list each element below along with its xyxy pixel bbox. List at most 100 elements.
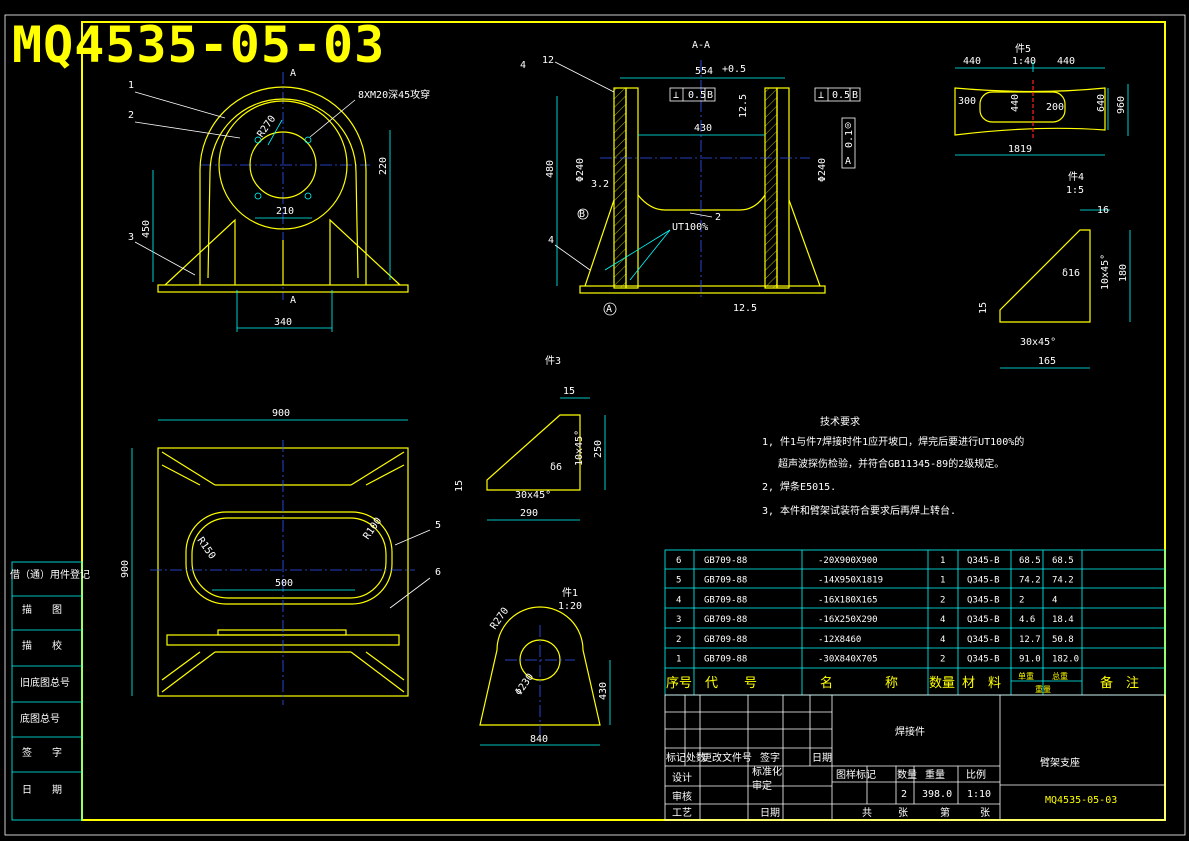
callout-2: 2 xyxy=(128,110,134,121)
callout-12: 12 xyxy=(542,55,554,66)
bom-cell-unit: 68.5 xyxy=(1019,556,1041,566)
sheet-label: 张 xyxy=(898,807,908,819)
surface-note: 12.5 xyxy=(733,303,757,314)
bom-cell-mat: Q345-B xyxy=(967,635,1000,645)
bom-cell-mat: Q345-B xyxy=(967,615,1000,625)
left-strip-item: 描 图 xyxy=(22,603,62,616)
part4-view: 件4 1:5 16 δ16 10x45° 180 15 30x45° 165 xyxy=(978,171,1131,369)
bom-cell-total: 68.5 xyxy=(1052,556,1074,566)
role-date: 日期 xyxy=(760,807,780,819)
dim-chamfer-10: 10x45° xyxy=(1100,254,1111,290)
title-name: 臂架支座 xyxy=(1040,756,1080,769)
callout-4-top: 4 xyxy=(520,60,526,71)
dim-210: 210 xyxy=(276,206,294,217)
top-view: 900 900 R150 R100 500 5 6 xyxy=(120,408,441,705)
callout-1: 1 xyxy=(128,80,134,91)
hole-note: 8XM20深45攻穿 xyxy=(358,88,430,101)
tech-heading: 技术要求 xyxy=(820,415,860,428)
title-qty: 2 xyxy=(901,789,907,800)
front-view: A A 1 2 3 8XM20深45攻穿 R270 220 450 210 xyxy=(128,68,430,332)
gdt-vert-val: 0.1 xyxy=(844,130,855,148)
part3-title: 件3 xyxy=(545,355,561,367)
dim-430: 430 xyxy=(694,123,712,134)
dim-chamfer-30: 30x45° xyxy=(1020,337,1056,348)
part1-dia: Φ230 xyxy=(513,672,536,698)
dim-450: 450 xyxy=(141,220,152,238)
bom-cell-no: 2 xyxy=(676,635,681,645)
rev-header-count: 处数 xyxy=(686,751,706,764)
bom-header-code: 代 号 xyxy=(705,676,757,691)
role-approve: 审定 xyxy=(752,779,772,792)
left-strip-item: 借（通）用件登记 xyxy=(10,568,90,581)
bom-header-unit: 单重 xyxy=(1018,671,1034,681)
bom-cell-qty: 4 xyxy=(940,615,945,625)
bom-cell-unit: 12.7 xyxy=(1019,635,1041,645)
dim-1819: 1819 xyxy=(1008,144,1032,155)
bom-cell-name: -30X840X705 xyxy=(818,655,878,665)
part1-scale: 1:20 xyxy=(558,601,582,612)
dim-340: 340 xyxy=(274,317,292,328)
part1-840: 840 xyxy=(530,734,548,745)
bom-cell-mat: Q345-B xyxy=(967,655,1000,665)
part3-dim-290: 290 xyxy=(520,508,538,519)
bom-cell-mat: Q345-B xyxy=(967,576,1000,586)
bom-cell-no: 6 xyxy=(676,556,681,566)
bom-cell-code: GB709-88 xyxy=(704,556,747,566)
rev-header-date: 日期 xyxy=(812,752,832,764)
bom-header-weight: 重量 xyxy=(1035,684,1051,694)
bom-cell-name: -12X8460 xyxy=(818,635,861,645)
gdt-vert-sym: ◎ xyxy=(845,120,851,131)
callout-5: 5 xyxy=(435,520,441,531)
tech-item-1b: 超声波探伤检验，并符合GB11345-89的2级规定。 xyxy=(778,457,1004,470)
bom-cell-code: GB709-88 xyxy=(704,635,747,645)
sheet-outer-border xyxy=(4,14,1186,836)
rev-header-mark: 标记 xyxy=(666,752,686,764)
bom-cell-no: 4 xyxy=(676,595,681,605)
bom-cell-qty: 1 xyxy=(940,576,945,586)
top-dim-r150: R150 xyxy=(195,535,218,561)
callout-4-bottom: 4 xyxy=(548,235,554,246)
dim-dia-left: Φ240 xyxy=(575,158,586,182)
bom-header-mat: 材 料 xyxy=(962,676,1001,691)
gdt-right-val: 0.5 xyxy=(832,90,850,101)
bom-cell-name: -16X250X290 xyxy=(818,615,878,625)
part3-delta6: δ6 xyxy=(550,462,562,473)
part5-scale: 1:40 xyxy=(1012,56,1036,67)
bom-cell-no: 3 xyxy=(676,615,681,625)
gdt-left-sym: ⊥ xyxy=(673,90,679,101)
title-drawing-no: MQ4535-05-03 xyxy=(1045,795,1117,806)
bom-header-no: 序号 xyxy=(666,676,692,691)
dim-440-left: 440 xyxy=(963,56,981,67)
dim-200: 200 xyxy=(1046,102,1064,113)
part1-430: 430 xyxy=(598,682,609,700)
bom-cell-code: GB709-88 xyxy=(704,655,747,665)
dim-180: 180 xyxy=(1118,264,1129,282)
bom-cell-unit: 4.6 xyxy=(1019,615,1035,625)
stage-header-qty: 数量 xyxy=(897,768,917,781)
bom-cell-unit: 2 xyxy=(1019,595,1024,605)
part3-chamfer-10: 10x45° xyxy=(574,430,585,466)
bom-cell-name: -14X950X1819 xyxy=(818,576,883,586)
part4-scale: 1:5 xyxy=(1066,185,1084,196)
gdt-right-datum: B xyxy=(852,90,858,101)
left-strip-item: 底图总号 xyxy=(20,712,60,725)
part3-view: 件3 15 δ6 10x45° 250 15 30x45° 290 xyxy=(454,355,606,521)
gdt-left-val: 0.5 xyxy=(688,90,706,101)
bom-header-name: 名 称 xyxy=(820,675,898,691)
part1-view: 件1 1:20 R270 Φ230 430 840 xyxy=(479,587,611,746)
stage-header-mark: 图样标记 xyxy=(836,768,876,781)
dim-r270: R270 xyxy=(255,114,278,140)
dim-12-5: 12.5 xyxy=(738,94,749,118)
datum-a: A xyxy=(606,304,612,315)
section-view-aa: A-A 554 +0.5 430 480 Φ240 Φ240 12.5 3.2 … xyxy=(520,40,861,316)
tech-requirements: 技术要求 1, 件1与件7焊接时件1应开坡口，焊完后要进行UT100%的 超声波… xyxy=(762,415,1024,517)
dim-300: 300 xyxy=(958,96,976,107)
dim-165: 165 xyxy=(1038,356,1056,367)
dim-15: 15 xyxy=(978,302,989,314)
title-block: 标记 处数 更改文件号 签字 日期 设计 标准化 审定 审核 工艺 日期 焊接件… xyxy=(664,694,1166,821)
bom-cell-mat: Q345-B xyxy=(967,595,1000,605)
gdt-right-sym: ⊥ xyxy=(818,90,824,101)
weld-note: UT100% xyxy=(672,222,708,233)
part3-chamfer-30: 30x45° xyxy=(515,490,551,501)
